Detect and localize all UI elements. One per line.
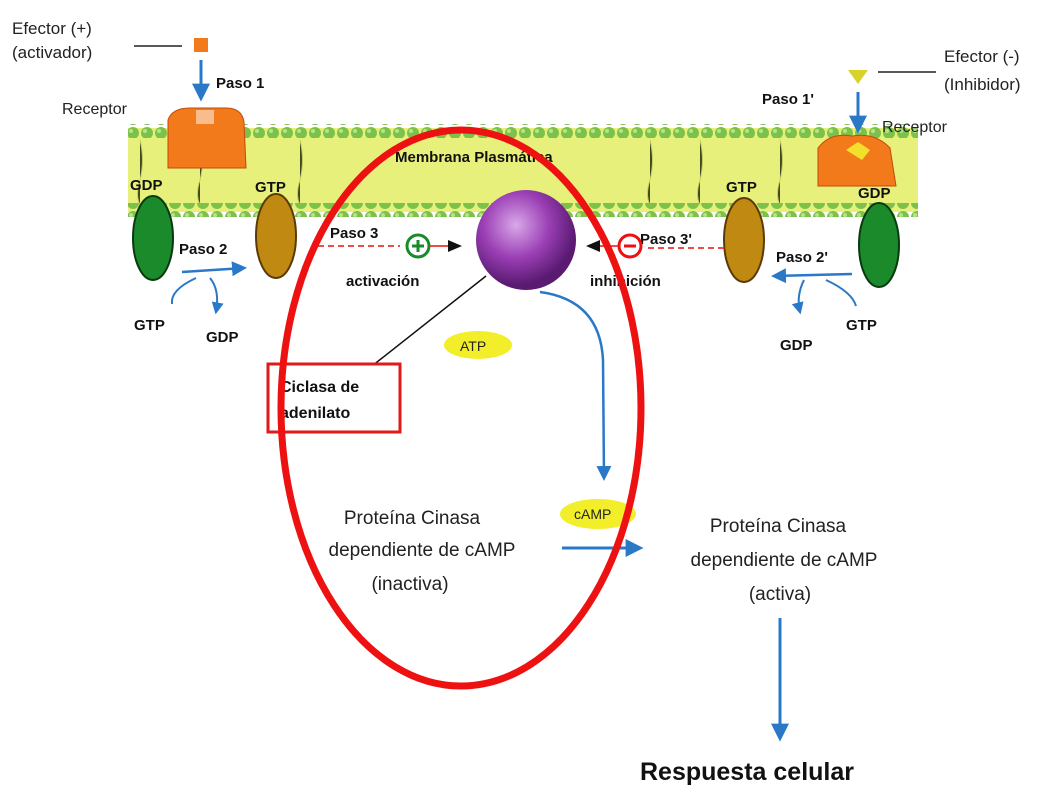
- gtp-in-curve-left: [170, 277, 197, 305]
- effector-minus: Efector (-) (Inhibidor): [848, 47, 1021, 134]
- highlight-ellipse: [277, 126, 645, 690]
- g-protein-left-gtp: [255, 193, 297, 279]
- receptor-left-label: Receptor: [62, 101, 128, 118]
- g-protein-right-gtp: [723, 197, 765, 283]
- pk-active-line-1: Proteína Cinasa: [710, 516, 847, 537]
- effector-minus-label-2: (Inhibidor): [944, 75, 1021, 94]
- g-protein-right-gdp: [858, 202, 900, 288]
- receptor-right: [817, 134, 897, 187]
- paso-3-label: Paso 3: [330, 225, 378, 242]
- paso-1p-label: Paso 1': [762, 91, 814, 108]
- cyclase-label-box: [266, 362, 402, 434]
- pk-inactive-line-2: dependiente de cAMP: [329, 540, 516, 561]
- receptor-right-label: Receptor: [882, 119, 948, 136]
- effector-plus-square: [194, 38, 208, 52]
- inhibition-label: inhibición: [590, 273, 661, 290]
- paso-2p-label: Paso 2': [776, 249, 828, 266]
- gtp-in-curve-right: [825, 279, 857, 307]
- effector-minus-triangle: [848, 70, 868, 84]
- paso-2p-arrow: [771, 268, 853, 284]
- atp-label: ATP: [460, 338, 486, 354]
- activation-label: activación: [346, 273, 419, 290]
- membrane-label: Membrana Plasmática: [395, 149, 553, 166]
- gtp-left-top: GTP: [255, 179, 286, 196]
- gdp-left-top: GDP: [130, 177, 163, 194]
- gtp-right-bottom: GTP: [846, 317, 877, 334]
- gdp-out-curve-left: [209, 277, 224, 315]
- atp-bubble: [444, 331, 512, 359]
- camp-label: cAMP: [574, 506, 611, 522]
- pk-active-line-3: (activa): [749, 584, 811, 605]
- camp-bubble: [560, 499, 636, 529]
- effector-plus: Efector (+) (activador): [12, 19, 210, 102]
- pk-inactive-line-3: (inactiva): [371, 574, 448, 595]
- paso-3p-label: Paso 3': [640, 231, 692, 248]
- cyclase-pointer: [371, 275, 487, 367]
- inhibition-arrowhead: [586, 240, 600, 252]
- paso-1-label: Paso 1: [216, 75, 264, 92]
- pk-inactive-line-1: Proteína Cinasa: [344, 508, 481, 529]
- response-label: Respuesta celular: [640, 758, 854, 786]
- paso-2-arrow: [181, 261, 247, 277]
- gdp-out-curve-right: [791, 279, 805, 315]
- gdp-right-bottom: GDP: [780, 337, 813, 354]
- cyclase-label-2: adenilato: [280, 405, 350, 422]
- receptor-left: [167, 107, 247, 169]
- paso-2-label: Paso 2: [179, 241, 227, 258]
- effector-plus-label-2: (activador): [12, 43, 92, 62]
- g-protein-left-gdp: [132, 195, 174, 281]
- effector-minus-label-1: Efector (-): [944, 47, 1020, 66]
- pk-active-line-2: dependiente de cAMP: [691, 550, 878, 571]
- effector-plus-label-1: Efector (+): [12, 19, 92, 38]
- gtp-left-bottom: GTP: [134, 317, 165, 334]
- adenylate-cyclase-sphere: [476, 190, 576, 290]
- gtp-right-top: GTP: [726, 179, 757, 196]
- gdp-left-bottom: GDP: [206, 329, 239, 346]
- activation-arrowhead: [448, 240, 462, 252]
- cyclase-label-1: Ciclasa de: [280, 379, 359, 396]
- gdp-right-top: GDP: [858, 185, 891, 202]
- atp-to-camp-arrow: [539, 290, 612, 481]
